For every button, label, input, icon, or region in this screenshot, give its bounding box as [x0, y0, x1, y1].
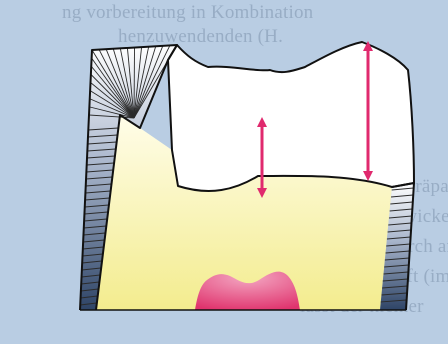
- inlay-filling: [168, 42, 414, 191]
- enamel-rod: [134, 48, 135, 119]
